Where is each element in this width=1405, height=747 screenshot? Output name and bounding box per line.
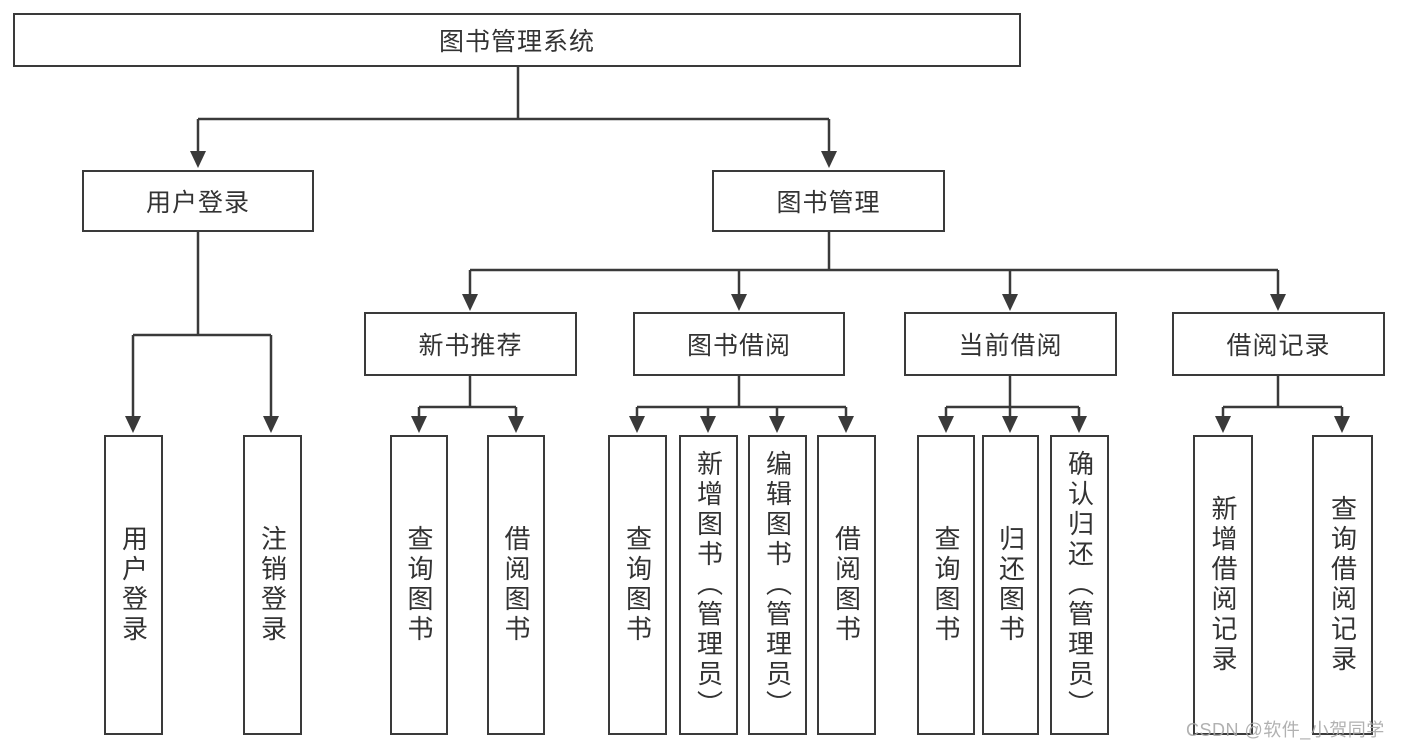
node-book-management-label: 图书管理 xyxy=(776,189,881,217)
leaf-logout: 注销登录 xyxy=(243,435,302,735)
leaf-user-login: 用户登录 xyxy=(104,435,163,735)
leaf-bb-add-books-admin-label: 新增图书（管理员） xyxy=(693,450,724,720)
arrowheads xyxy=(125,151,1350,433)
node-current-borrowing: 当前借阅 xyxy=(904,312,1117,376)
leaf-bb-borrow-books: 借阅图书 xyxy=(817,435,876,735)
node-book-management: 图书管理 xyxy=(712,170,945,232)
node-book-borrowing: 图书借阅 xyxy=(633,312,845,376)
leaf-br-query-record-label: 查询借阅记录 xyxy=(1327,495,1358,675)
leaf-cb-query-books-label: 查询图书 xyxy=(931,525,961,645)
node-current-borrowing-label: 当前借阅 xyxy=(958,332,1063,360)
node-new-book-recommend: 新书推荐 xyxy=(364,312,577,376)
leaf-nbr-borrow-books: 借阅图书 xyxy=(487,435,545,735)
leaf-bb-borrow-books-label: 借阅图书 xyxy=(831,525,862,645)
leaf-nbr-borrow-books-label: 借阅图书 xyxy=(501,525,531,645)
arrow-icon xyxy=(1002,294,1018,311)
node-root-label: 图书管理系统 xyxy=(438,28,595,56)
leaf-cb-query-books: 查询图书 xyxy=(917,435,975,735)
arrow-icon xyxy=(700,416,716,433)
connector-path xyxy=(131,67,1344,419)
arrow-icon xyxy=(190,151,206,168)
arrow-icon xyxy=(263,416,279,433)
leaf-br-query-record: 查询借阅记录 xyxy=(1312,435,1373,735)
arrow-icon xyxy=(1002,416,1018,433)
node-new-book-recommend-label: 新书推荐 xyxy=(418,332,523,360)
node-root: 图书管理系统 xyxy=(13,13,1021,67)
leaf-cb-return-books-label: 归还图书 xyxy=(995,525,1026,645)
leaf-br-add-record-label: 新增借阅记录 xyxy=(1208,495,1238,675)
arrow-icon xyxy=(1334,416,1350,433)
arrow-icon xyxy=(125,416,141,433)
node-book-borrowing-label: 图书借阅 xyxy=(686,332,791,360)
leaf-nbr-query-books: 查询图书 xyxy=(390,435,448,735)
leaf-cb-return-books: 归还图书 xyxy=(982,435,1039,735)
leaf-bb-add-books-admin: 新增图书（管理员） xyxy=(679,435,738,735)
arrow-icon xyxy=(1270,294,1286,311)
leaf-user-login-label: 用户登录 xyxy=(118,525,149,645)
watermark: CSDN @软件_小贺同学 xyxy=(1186,720,1385,740)
node-borrowing-records-label: 借阅记录 xyxy=(1226,332,1331,360)
leaf-cb-confirm-return-admin-label: 确认归还（管理员） xyxy=(1064,450,1095,720)
node-user-login: 用户登录 xyxy=(82,170,314,232)
arrow-icon xyxy=(462,294,478,311)
leaf-bb-query-books: 查询图书 xyxy=(608,435,667,735)
arrow-icon xyxy=(1071,416,1087,433)
leaf-br-add-record: 新增借阅记录 xyxy=(1193,435,1253,735)
node-user-login-label: 用户登录 xyxy=(145,189,250,217)
arrow-icon xyxy=(1215,416,1231,433)
leaf-cb-confirm-return-admin: 确认归还（管理员） xyxy=(1050,435,1109,735)
leaf-bb-query-books-label: 查询图书 xyxy=(622,525,653,645)
leaf-nbr-query-books-label: 查询图书 xyxy=(404,525,434,645)
arrow-icon xyxy=(508,416,524,433)
leaf-logout-label: 注销登录 xyxy=(257,525,288,645)
arrow-icon xyxy=(629,416,645,433)
arrow-icon xyxy=(821,151,837,168)
arrow-icon xyxy=(411,416,427,433)
arrow-icon xyxy=(938,416,954,433)
leaf-bb-edit-books-admin: 编辑图书（管理员） xyxy=(748,435,807,735)
arrow-icon xyxy=(731,294,747,311)
arrow-icon xyxy=(838,416,854,433)
node-borrowing-records: 借阅记录 xyxy=(1172,312,1385,376)
arrow-icon xyxy=(769,416,785,433)
leaf-bb-edit-books-admin-label: 编辑图书（管理员） xyxy=(762,450,793,720)
